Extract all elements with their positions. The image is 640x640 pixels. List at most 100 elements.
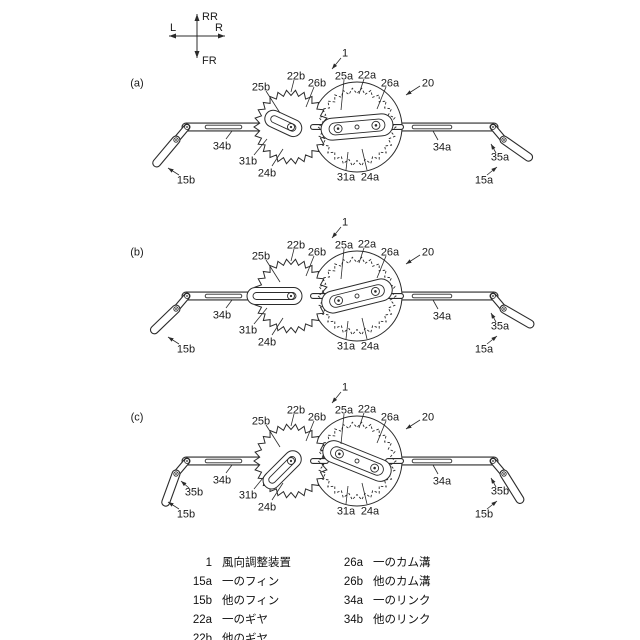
leader-line (271, 148, 284, 167)
figure-tag: (c) (131, 412, 144, 424)
legend-ref-number: 22b (192, 633, 212, 640)
gear-one-hidden (317, 256, 397, 336)
fin-left-fill (162, 470, 180, 506)
leader-line (490, 143, 497, 154)
leader-line (167, 336, 180, 345)
leader-line (340, 413, 345, 445)
leader-line (405, 85, 421, 96)
ref-label-24b: 24b (258, 168, 276, 180)
ref-label-34b: 34b (213, 475, 231, 487)
leader-line (486, 166, 498, 176)
ref-label-35a: 35a (491, 321, 510, 333)
cam-groove-one (328, 118, 386, 136)
pin-center (186, 295, 188, 297)
ref-label-22b: 22b (287, 405, 305, 417)
legend-ref-number: 15b (192, 595, 212, 607)
leader-line (290, 413, 295, 427)
leader-line (405, 419, 421, 430)
leader-line (271, 482, 284, 501)
leader-line (167, 167, 180, 176)
leader-line (305, 86, 315, 108)
leader-line (180, 480, 190, 489)
ref-label-35a: 35a (491, 152, 510, 164)
leader-line (253, 138, 268, 156)
leader-line (331, 57, 342, 70)
gear-one-hidden (317, 421, 397, 501)
compass-label-front: FR (202, 55, 217, 67)
leader-line (361, 148, 368, 171)
pin-center (492, 295, 494, 297)
leader-line (358, 412, 365, 429)
legend-part-name: 一のカム溝 (373, 557, 431, 569)
ref-label-34a: 34a (433, 476, 452, 488)
ref-label-31b: 31b (239, 156, 257, 168)
pin-center (289, 459, 293, 463)
leader-line (405, 254, 421, 265)
cam-groove-other (252, 292, 297, 300)
legend-ref-number: 15a (192, 576, 212, 588)
ref-label-20: 20 (422, 247, 434, 259)
ref-label-15b: 15b (177, 175, 195, 187)
ref-label-34b: 34b (213, 141, 231, 153)
ref-label-34b: 34b (213, 310, 231, 322)
ref-label-26b: 26b (308, 412, 326, 424)
cam-groove-one (329, 284, 385, 308)
compass-label-right: R (215, 22, 223, 34)
pin-center (175, 473, 177, 475)
pin-center (503, 473, 505, 475)
ref-label-22a: 22a (358, 404, 377, 416)
pin-center (337, 299, 340, 302)
ref-label-15b: 15b (177, 344, 195, 356)
legend-ref-number: 26a (343, 557, 363, 569)
cam-plate-other (246, 287, 303, 305)
pin-center (186, 460, 188, 462)
cam-groove-other (270, 115, 297, 132)
leader-line (253, 307, 268, 325)
pin-center (175, 139, 177, 141)
ref-label-15b: 15b (177, 509, 195, 521)
cam-center (354, 458, 360, 464)
fin-right-fill (500, 305, 534, 328)
legend-ref-number: 22a (192, 614, 212, 626)
leader-line (305, 420, 315, 442)
pin-center (338, 452, 341, 456)
ref-label-31b: 31b (239, 490, 257, 502)
cam-plate-other-body (246, 287, 303, 305)
legend-part-name: 風向調整装置 (222, 557, 291, 569)
fin-left-fill (151, 305, 180, 334)
ref-label-22a: 22a (358, 70, 377, 82)
pin-center (503, 139, 505, 141)
leader-line (358, 247, 365, 264)
cam-plate-one (320, 113, 394, 141)
figure-tag: (b) (130, 247, 143, 259)
ref-label-1: 1 (342, 48, 348, 60)
ref-label-22b: 22b (287, 71, 305, 83)
leader-line (432, 299, 439, 310)
ref-label-26a: 26a (381, 247, 400, 259)
ref-label-31a: 31a (337, 341, 356, 353)
ref-label-31a: 31a (337, 172, 356, 184)
ref-label-31a: 31a (337, 506, 356, 518)
ref-label-34a: 34a (433, 311, 452, 323)
leader-line (376, 420, 387, 444)
legend-part-name: 他のカム溝 (373, 576, 431, 588)
leader-line (376, 86, 387, 110)
ref-label-24b: 24b (258, 502, 276, 514)
legend-part-name: 他のギヤ (222, 633, 268, 640)
ref-label-15a: 15a (475, 175, 494, 187)
ref-label-20: 20 (422, 412, 434, 424)
leader-line (253, 472, 268, 490)
leader-line (361, 482, 368, 505)
leader-line (340, 248, 345, 280)
